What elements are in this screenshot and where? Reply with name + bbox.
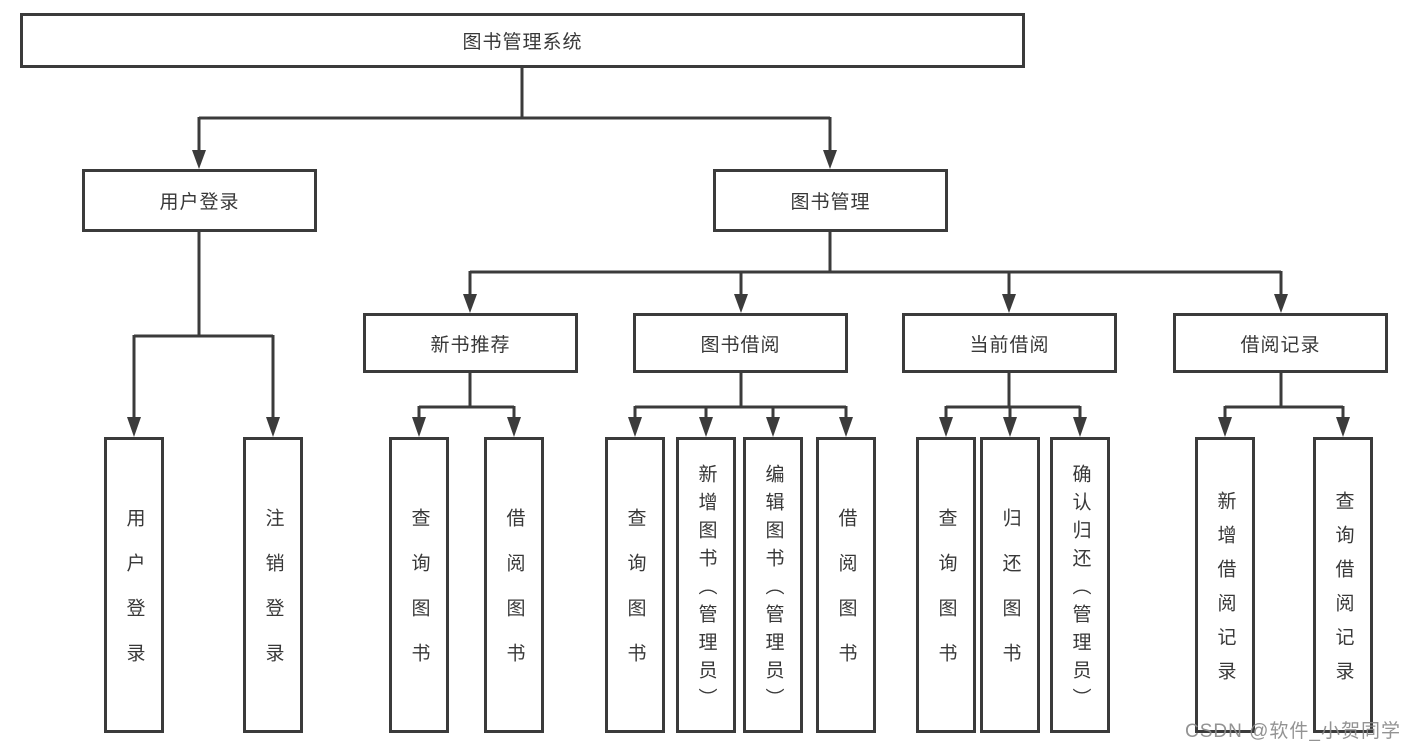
- node-borrow-records: 借阅记录: [1173, 313, 1388, 373]
- leaf-borrow-books: 借阅图书: [816, 437, 876, 733]
- leaf-return-books: 归还图书: [980, 437, 1040, 733]
- csdn-watermark: CSDN @软件_小贺同学: [1185, 721, 1401, 742]
- leaf-query-borrow-record: 查询借阅记录: [1313, 437, 1373, 733]
- leaf-edit-books-admin: 编辑图书（管理员）: [743, 437, 803, 733]
- leaf-label: 归还图书: [999, 508, 1021, 688]
- leaf-user-login: 用户登录: [104, 437, 164, 733]
- node-label: 用户登录: [159, 192, 240, 213]
- node-library-management-system: 图书管理系统: [20, 13, 1025, 68]
- leaf-label: 查询图书: [624, 508, 646, 688]
- leaf-label: 借阅图书: [503, 508, 525, 688]
- leaf-label: 查询图书: [935, 508, 957, 688]
- node-book-management-branch: 图书管理: [713, 169, 948, 232]
- node-book-borrow: 图书借阅: [633, 313, 848, 373]
- node-user-login-branch: 用户登录: [82, 169, 317, 232]
- leaf-label: 用户登录: [123, 508, 145, 688]
- node-label: 图书管理: [790, 192, 871, 213]
- node-label: 图书管理系统: [462, 32, 583, 53]
- leaf-label: 编辑图书（管理员）: [762, 463, 784, 716]
- node-label: 借阅记录: [1240, 334, 1321, 356]
- leaf-logout: 注销登录: [243, 437, 303, 733]
- leaf-label: 注销登录: [262, 508, 284, 688]
- leaf-label: 确认归还（管理员）: [1069, 463, 1091, 716]
- leaf-query-books-recommend: 查询图书: [389, 437, 449, 733]
- leaf-label: 新增图书（管理员）: [695, 463, 717, 716]
- leaf-label: 查询图书: [408, 508, 430, 688]
- node-label: 新书推荐: [430, 334, 511, 356]
- leaf-label: 查询借阅记录: [1332, 490, 1354, 695]
- node-current-borrow: 当前借阅: [902, 313, 1117, 373]
- leaf-label: 借阅图书: [835, 508, 857, 688]
- leaf-query-books-borrow: 查询图书: [605, 437, 665, 733]
- leaf-query-books-current: 查询图书: [916, 437, 976, 733]
- node-label: 当前借阅: [969, 334, 1050, 356]
- leaf-add-borrow-record: 新增借阅记录: [1195, 437, 1255, 733]
- node-new-book-recommend: 新书推荐: [363, 313, 578, 373]
- leaf-confirm-return-admin: 确认归还（管理员）: [1050, 437, 1110, 733]
- node-label: 图书借阅: [700, 334, 781, 356]
- leaf-add-books-admin: 新增图书（管理员）: [676, 437, 736, 733]
- leaf-borrow-books-recommend: 借阅图书: [484, 437, 544, 733]
- leaf-label: 新增借阅记录: [1214, 490, 1236, 695]
